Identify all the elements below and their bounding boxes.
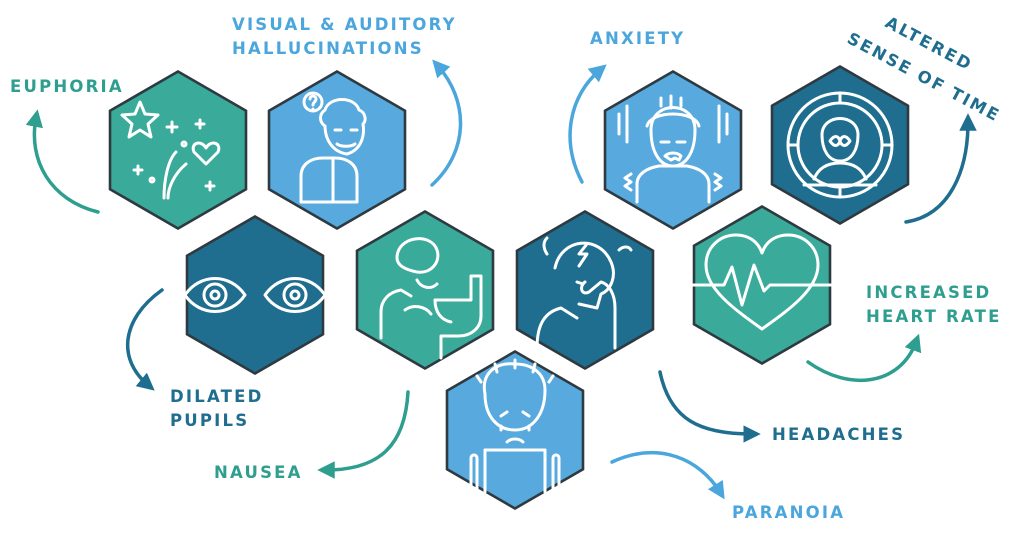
headaches-hexagon (515, 210, 655, 370)
headaches-arrow (658, 370, 761, 443)
confused-person-icon (299, 91, 367, 204)
hallucinations-label-line-1: VISUAL & AUDITORY (232, 15, 457, 34)
heart-rate-label-line-2: HEART RATE (866, 307, 1002, 326)
headaches-hexagon-fill (518, 213, 652, 367)
altered-time-hexagon (770, 65, 910, 225)
anxiety-hexagon-fill (606, 73, 740, 227)
heart-rate-label-line-1: INCREASED (866, 283, 991, 302)
paranoid-person-icon (469, 358, 561, 494)
anxiety-arrow (568, 64, 607, 184)
anxiety-label-line-1: ANXIETY (590, 29, 685, 48)
altered-time-arrow (904, 113, 977, 224)
dilated-pupils-arrow (125, 288, 164, 391)
nausea-hexagon-fill (358, 213, 492, 367)
hallucinations-label-line-2: HALLUCINATIONS (232, 39, 424, 58)
nausea-hexagon (355, 210, 495, 370)
person-clock-icon (786, 91, 894, 199)
hallucinations-hexagon (267, 70, 407, 230)
paranoia-arrow (610, 451, 725, 500)
nausea-label-line-1: NAUSEA (214, 463, 303, 482)
dilated-pupils-label-line-2: PUPILS (170, 411, 249, 430)
euphoria-hexagon (108, 70, 248, 230)
anxiety-hexagon (603, 70, 743, 230)
stars-heart-icon (120, 100, 221, 200)
euphoria-label-line-1: EUPHORIA (10, 77, 124, 96)
heartbeat-icon (688, 233, 836, 331)
headaches-label-line-1: HEADACHES (772, 425, 905, 444)
nausea-arrow (317, 390, 410, 479)
euphoria-hexagon-fill (111, 73, 245, 227)
eyes-icon (183, 277, 327, 313)
anxious-person-icon (617, 94, 729, 204)
dilated-pupils-hexagon (183, 215, 327, 375)
paranoia-hexagon (445, 350, 585, 510)
dilated-pupils-hexagon-fill (188, 218, 322, 372)
heart-rate-arrow (806, 333, 922, 383)
vomiting-person-icon (379, 237, 483, 360)
dilated-pupils-label-line-1: DILATED (170, 387, 263, 406)
hallucinations-arrow (430, 59, 463, 187)
heart-rate-hexagon (688, 205, 836, 365)
paranoia-label-line-1: PARANOIA (732, 503, 845, 522)
euphoria-arrow (25, 109, 100, 214)
headache-person-icon (535, 236, 633, 350)
